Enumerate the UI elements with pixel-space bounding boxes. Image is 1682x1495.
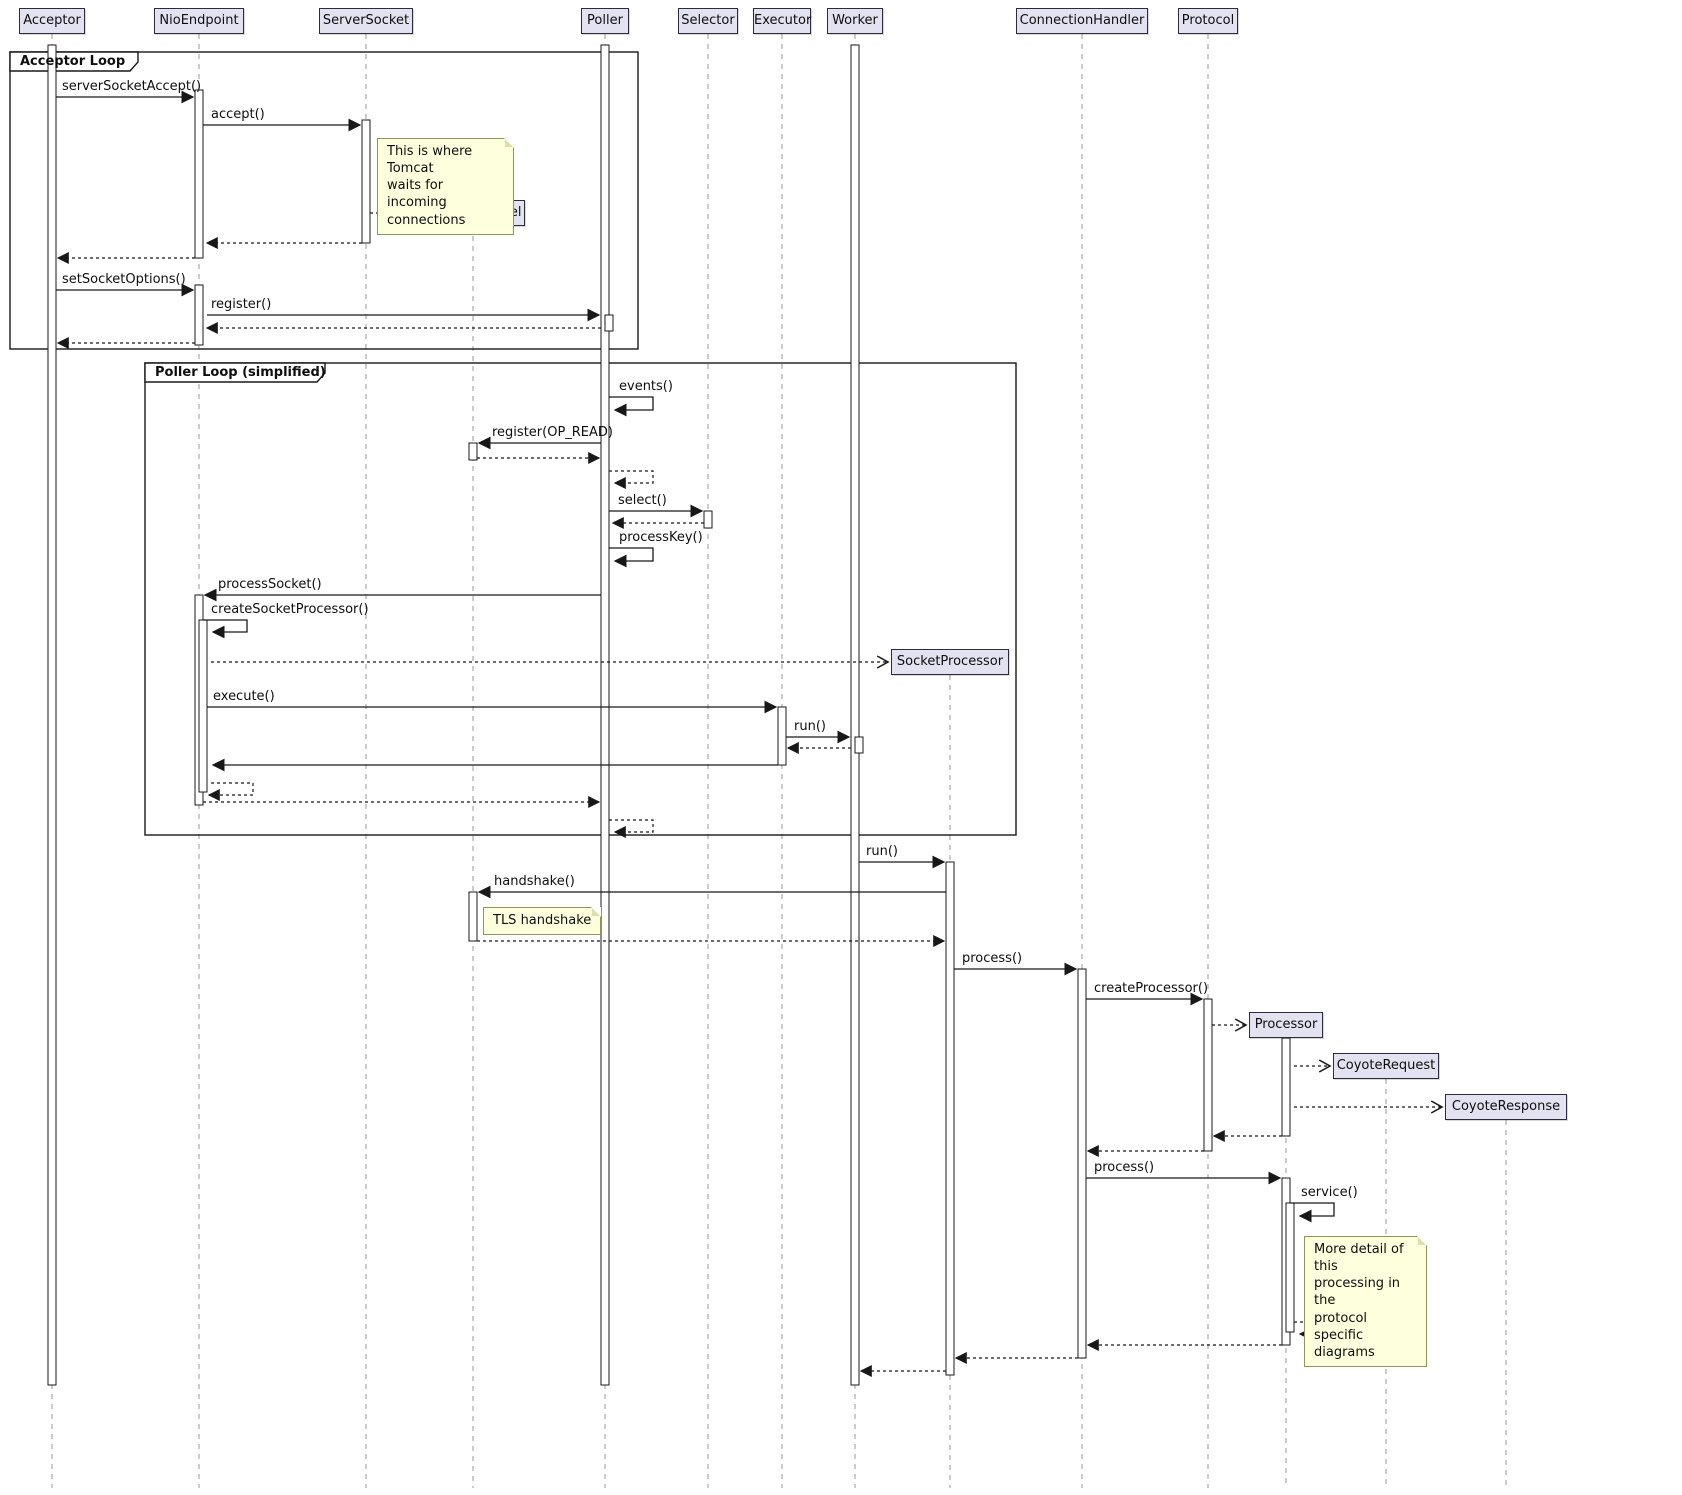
participant-connectionhandler: ConnectionHandler <box>1016 8 1148 34</box>
message-processsocket: processSocket() <box>218 577 322 592</box>
frame-label-poller-loop: Poller Loop (simplified) <box>155 365 326 380</box>
message-execute: execute() <box>213 689 275 704</box>
participant-protocol: Protocol <box>1178 8 1238 34</box>
created-processor: Processor <box>1249 1012 1323 1038</box>
participant-worker: Worker <box>827 8 883 34</box>
message-register: register() <box>211 297 272 312</box>
message-register-op-read: register(OP_READ) <box>492 425 613 440</box>
participant-serversocket: ServerSocket <box>319 8 413 34</box>
create-arrows <box>211 206 1444 1114</box>
participant-acceptor: Acceptor <box>19 8 85 34</box>
activation-bars <box>47 44 1295 1386</box>
message-events: events() <box>619 379 673 394</box>
message-service: service() <box>1301 1185 1358 1200</box>
message-processkey: processKey() <box>619 530 703 545</box>
frame-poller-loop <box>144 362 1017 836</box>
created-coyoterequest: CoyoteRequest <box>1333 1053 1439 1079</box>
participant-poller: Poller <box>581 8 629 34</box>
created-coyoteresponse: CoyoteResponse <box>1445 1094 1567 1120</box>
message-run-worker: run() <box>794 719 826 734</box>
message-createsocketprocessor: createSocketProcessor() <box>211 602 369 617</box>
note-more-detail: More detail of this processing in the pr… <box>1304 1236 1427 1368</box>
frame-acceptor-loop <box>9 51 639 350</box>
message-serversocketaccept: serverSocketAccept() <box>62 79 202 94</box>
message-accept: accept() <box>211 107 265 122</box>
message-process-handler: process() <box>962 951 1023 966</box>
participant-executor: Executor <box>753 8 811 34</box>
frame-label-acceptor-loop: Acceptor Loop <box>20 54 126 69</box>
message-createprocessor: createProcessor() <box>1094 981 1209 996</box>
message-select: select() <box>618 493 667 508</box>
note-tls-handshake: TLS handshake <box>483 907 602 936</box>
created-socketprocessor: SocketProcessor <box>891 649 1009 675</box>
call-arrows <box>56 90 1335 1223</box>
message-process-processor: process() <box>1094 1160 1155 1175</box>
message-run-socketprocessor: run() <box>866 844 898 859</box>
return-arrows <box>56 237 1338 1377</box>
note-tomcat-waits: This is where Tomcat waits for incoming … <box>377 138 514 235</box>
message-handshake: handshake() <box>494 874 575 889</box>
participant-nioendpoint: NioEndpoint <box>154 8 244 34</box>
participant-selector: Selector <box>678 8 738 34</box>
message-setsocketoptions: setSocketOptions() <box>62 272 186 287</box>
